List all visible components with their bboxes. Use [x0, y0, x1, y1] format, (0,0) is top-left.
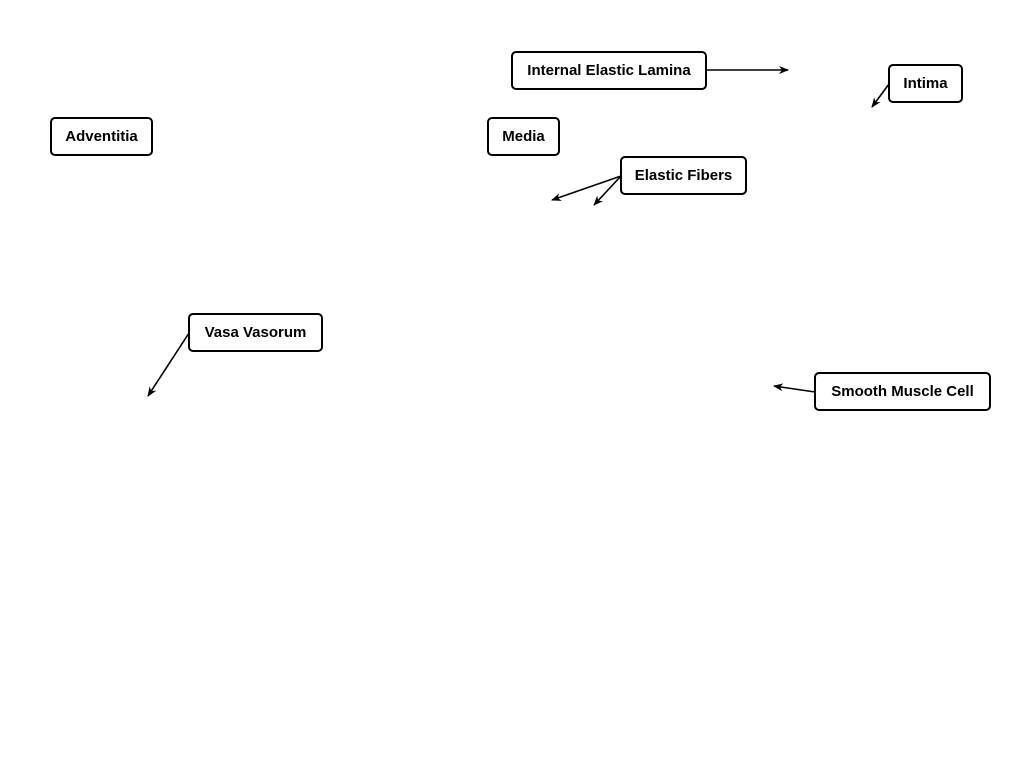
label-internal-elastic-lamina: Internal Elastic Lamina	[511, 51, 707, 90]
arrow-elastic-fibers-left	[551, 175, 622, 201]
arrow-vasa-vasorum	[147, 332, 190, 397]
label-vasa-vasorum-text: Vasa Vasorum	[204, 324, 307, 341]
label-vasa-vasorum: Vasa Vasorum	[188, 313, 323, 352]
label-internal-elastic-lamina-text: Internal Elastic Lamina	[527, 62, 691, 79]
label-elastic-fibers: Elastic Fibers	[620, 156, 747, 195]
arrow-smooth-muscle-cell	[773, 383, 816, 393]
label-media: Media	[487, 117, 560, 156]
label-smooth-muscle-cell: Smooth Muscle Cell	[814, 372, 991, 411]
arrow-elastic-fibers-right	[593, 175, 622, 206]
label-intima: Intima	[888, 64, 963, 103]
label-intima-text: Intima	[903, 75, 948, 92]
label-smooth-muscle-cell-text: Smooth Muscle Cell	[831, 383, 974, 400]
label-adventitia: Adventitia	[50, 117, 153, 156]
label-adventitia-text: Adventitia	[65, 128, 138, 145]
label-elastic-fibers-text: Elastic Fibers	[634, 167, 733, 184]
arrow-intima	[871, 83, 890, 108]
label-media-text: Media	[502, 128, 545, 145]
